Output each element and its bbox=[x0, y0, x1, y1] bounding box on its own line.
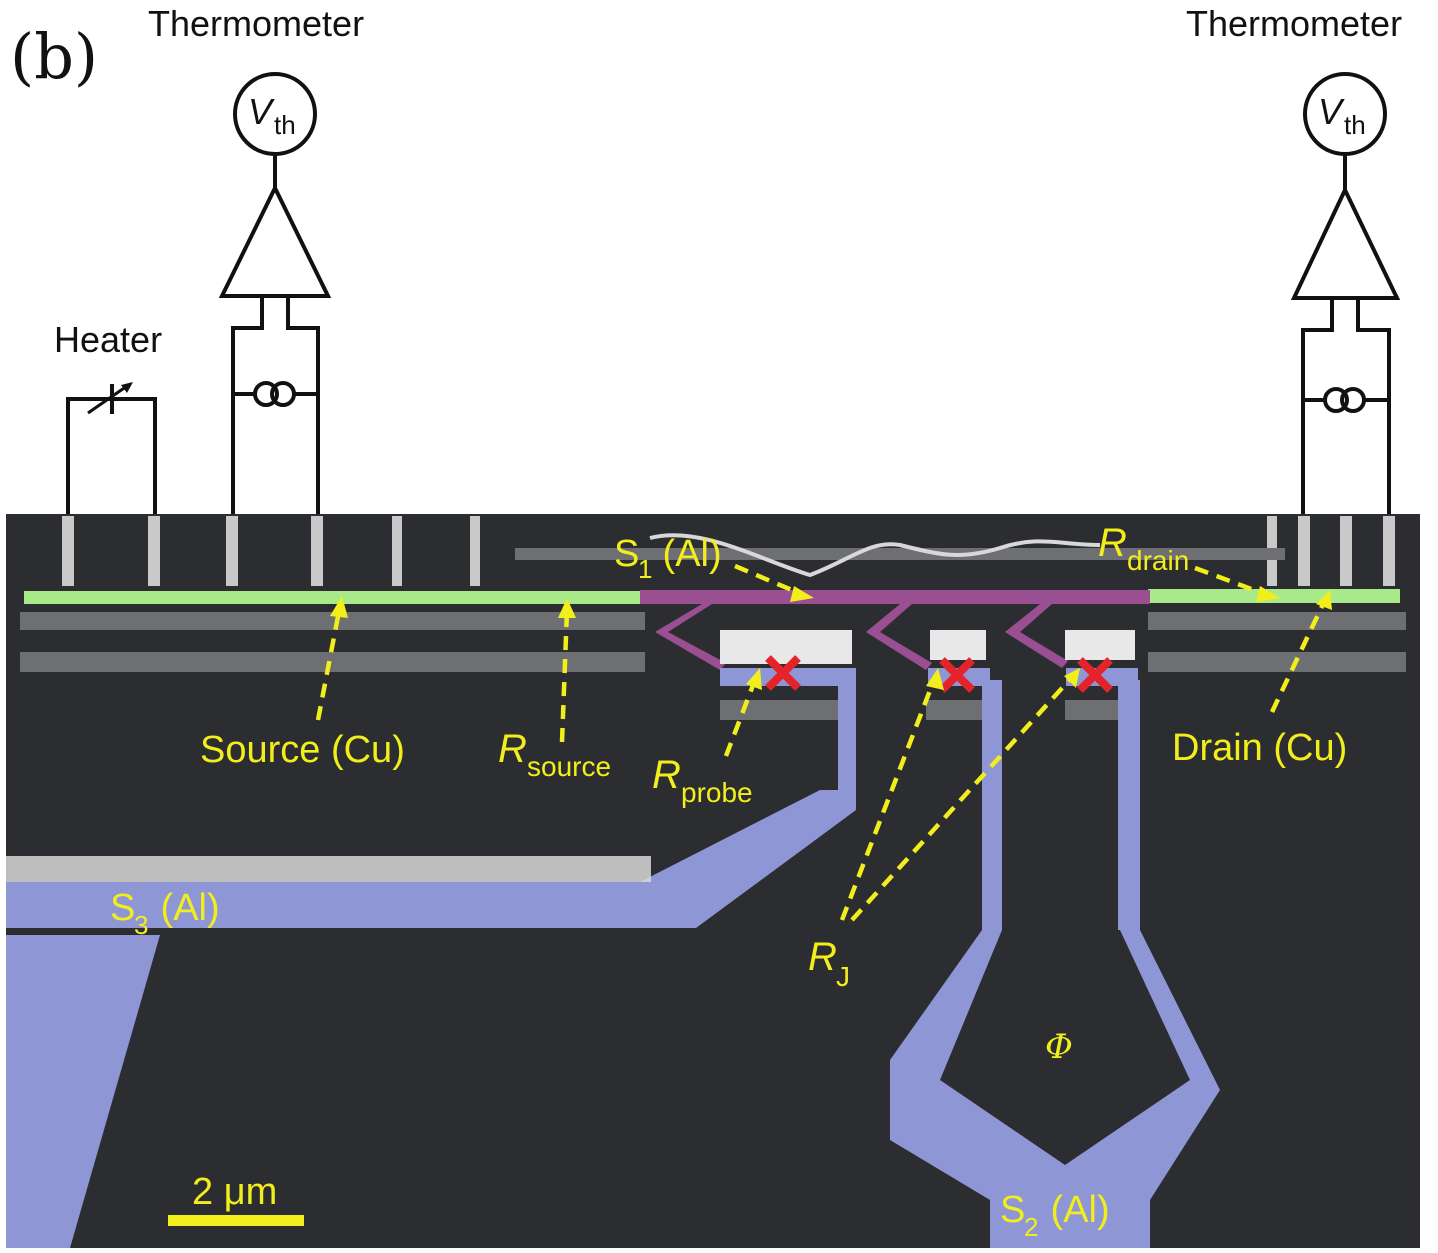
heater-label: Heater bbox=[54, 319, 162, 360]
s1-subscript: 1 bbox=[638, 554, 652, 584]
r-j-label: R bbox=[808, 935, 837, 979]
voltmeter-left-symbol: V bbox=[248, 91, 275, 132]
variable-resistor-arrowhead bbox=[121, 382, 133, 393]
r-probe-subscript: probe bbox=[681, 777, 753, 808]
s1-electrode bbox=[640, 590, 1150, 670]
amp-right-wire-b bbox=[1356, 298, 1391, 524]
s2-subscript: 2 bbox=[1024, 1212, 1038, 1242]
variable-resistor-icon bbox=[87, 382, 131, 415]
r-drain-subscript: drain bbox=[1127, 545, 1189, 576]
resist-residue bbox=[649, 533, 1101, 578]
junction-markers bbox=[765, 655, 1113, 693]
drain-label: Drain (Cu) bbox=[1172, 727, 1347, 769]
source-wire-green bbox=[24, 591, 644, 604]
voltmeter-left-subscript: th bbox=[274, 110, 296, 140]
amp-left-wire-b bbox=[286, 296, 320, 524]
island-pads bbox=[720, 630, 1135, 664]
heater: Heater bbox=[54, 319, 162, 531]
r-source-subscript: source bbox=[527, 751, 611, 782]
thermometer-right: Thermometer V th bbox=[1186, 3, 1402, 536]
thermometer-left-label: Thermometer bbox=[148, 3, 364, 44]
s1-label: S bbox=[614, 533, 639, 575]
source-label: Source (Cu) bbox=[200, 729, 405, 771]
scale-bar-label: 2 μm bbox=[192, 1171, 277, 1213]
thermometer-right-label: Thermometer bbox=[1186, 3, 1402, 44]
voltmeter-right-symbol: V bbox=[1318, 91, 1345, 132]
aluminum-electrodes bbox=[6, 668, 1220, 1248]
current-source-left-icon-2 bbox=[270, 381, 296, 407]
s2-material: (Al) bbox=[1040, 1189, 1110, 1231]
grey-strips bbox=[20, 548, 1406, 720]
r-probe-label: R bbox=[652, 753, 681, 797]
amp-left-wire-a bbox=[231, 296, 264, 524]
r-source-label: R bbox=[498, 727, 527, 771]
r-j-subscript: J bbox=[836, 961, 850, 992]
probe-leads bbox=[62, 516, 1395, 586]
r-drain-label: R bbox=[1098, 521, 1127, 565]
sem-micrograph: Source (Cu) Drain (Cu) R source R probe … bbox=[6, 514, 1420, 1248]
annotation-arrows bbox=[315, 563, 1332, 922]
s3-label: S bbox=[110, 887, 135, 929]
s2-label: S bbox=[1000, 1189, 1025, 1231]
s3-subscript: 3 bbox=[134, 910, 148, 940]
panel-label: (b) bbox=[10, 20, 98, 93]
s1-material: (Al) bbox=[652, 533, 722, 575]
voltmeter-right-subscript: th bbox=[1344, 110, 1366, 140]
flux-label: Φ bbox=[1045, 1027, 1073, 1067]
current-source-right-icon-2 bbox=[1340, 387, 1366, 413]
amp-right-wire-a bbox=[1301, 298, 1334, 524]
s3-material: (Al) bbox=[150, 887, 220, 929]
amplifier-right-icon bbox=[1290, 185, 1401, 300]
amplifier-left-icon bbox=[218, 183, 332, 298]
thermometer-left: Thermometer V th bbox=[148, 3, 364, 531]
scale-bar bbox=[168, 1215, 304, 1226]
heater-wire bbox=[66, 397, 157, 524]
